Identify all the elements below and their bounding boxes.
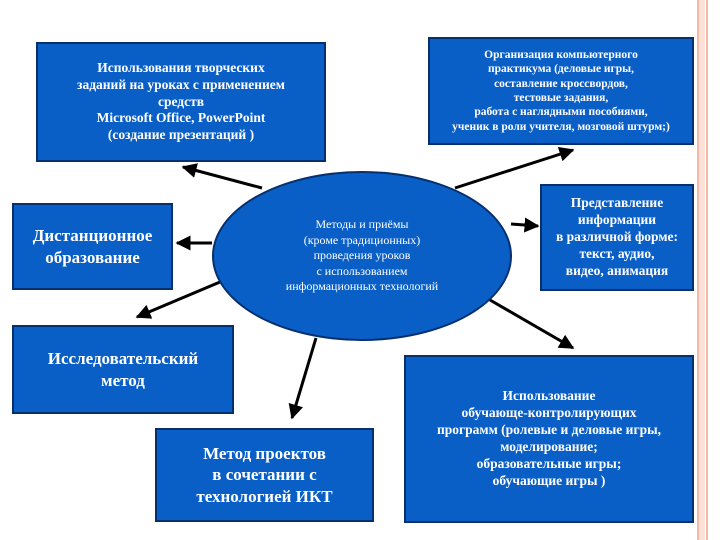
- center-methods-text: Методы и приёмы (кроме традиционных) про…: [285, 217, 439, 294]
- training-programs-box: Использование обучающе-контролирующих пр…: [404, 355, 694, 523]
- arrow-to-creative-tasks: [181, 163, 263, 190]
- frame-band: [699, 0, 705, 540]
- creative-tasks-box: Использования творческих заданий на урок…: [36, 42, 326, 162]
- project-method-box: Метод проектов в сочетании с технологией…: [155, 428, 374, 522]
- arrow-to-computer-practicum: [454, 146, 575, 190]
- frame-line-right: [706, 0, 708, 540]
- distance-learning-box: Дистанционное образование: [12, 203, 173, 290]
- project-method-text: Метод проектов в сочетании с технологией…: [196, 444, 333, 506]
- training-programs-text: Использование обучающе-контролирующих пр…: [436, 388, 662, 488]
- arrow-to-research-method: [135, 280, 221, 319]
- information-forms-box: Представление информации в различной фор…: [540, 184, 694, 291]
- computer-practicum-text: Организация компьютерного практикума (де…: [452, 48, 670, 133]
- information-forms-text: Представление информации в различной фор…: [555, 195, 679, 278]
- research-method-text: Исследовательский метод: [47, 349, 199, 390]
- computer-practicum-box: Организация компьютерного практикума (де…: [428, 37, 694, 145]
- arrow-to-information-forms: [510, 217, 540, 233]
- arrow-to-project-method: [288, 337, 318, 420]
- distance-learning-text: Дистанционное образование: [32, 226, 153, 267]
- arrow-to-training-programs: [489, 298, 575, 350]
- center-methods-ellipse: Методы и приёмы (кроме традиционных) про…: [212, 171, 512, 341]
- frame-line-left: [697, 0, 699, 540]
- creative-tasks-text: Использования творческих заданий на урок…: [77, 59, 285, 143]
- research-method-box: Исследовательский метод: [12, 325, 234, 414]
